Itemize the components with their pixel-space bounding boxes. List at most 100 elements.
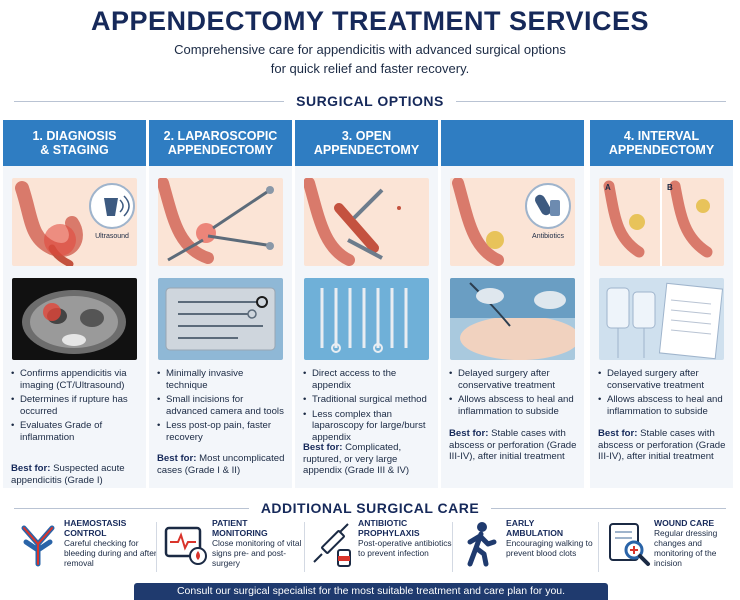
care-description: Regular dressing changes and monitoring … xyxy=(654,528,718,568)
care-description: Post-operative antibiotics to prevent in… xyxy=(358,538,452,558)
iv-bags-and-form-image xyxy=(599,278,724,360)
care-item-monitoring: PATIENT MONITORING Close monitoring of v… xyxy=(162,518,310,576)
bullet-item: Less post-op pain, faster recovery xyxy=(157,420,287,443)
section-title: SURGICAL OPTIONS xyxy=(296,93,444,109)
divider xyxy=(304,522,305,572)
antibiotics-illustration: Antibiotics xyxy=(450,178,575,266)
card-header: 1. DIAGNOSIS & STAGING xyxy=(3,120,146,166)
open-surgery-illustration xyxy=(304,178,429,266)
illustration-label: Ultrasound xyxy=(95,233,129,240)
bullet-item: Determines if rupture has occurred xyxy=(11,394,141,417)
panel-label-a: A xyxy=(605,183,611,192)
best-for-text: Stable cases with abscess or perforation… xyxy=(598,428,726,462)
card-bullets: Confirms appendicitis via imaging (CT/Ul… xyxy=(11,368,141,446)
best-for-label: Best for: xyxy=(598,428,638,439)
bullet-item: Less complex than laparoscopy for large/… xyxy=(303,409,433,444)
bullet-item: Direct access to the appendix xyxy=(303,368,433,391)
card-title: & STAGING xyxy=(40,143,109,157)
option-card-open: 3. OPEN APPENDECTOMY xyxy=(295,120,438,488)
syringe-icon xyxy=(308,520,356,568)
bullet-item: Traditional surgical method xyxy=(303,394,433,406)
walking-person-icon xyxy=(456,520,504,568)
bullet-item: Minimally invasive technique xyxy=(157,368,287,391)
bullet-item: Delayed surgery after conservative treat… xyxy=(449,368,579,391)
ct-scan-image xyxy=(12,278,137,360)
consult-banner[interactable]: Consult our surgical specialist for the … xyxy=(134,583,608,600)
interval-comparison-illustration: A B xyxy=(599,178,724,266)
bullet-item: Allows abscess to heal and inflammation … xyxy=(598,394,728,417)
best-for-text: Complicated, ruptured, or very large app… xyxy=(303,442,410,476)
card-header: 2. LAPAROSCOPIC APPENDECTOMY xyxy=(149,120,292,166)
divider xyxy=(156,522,157,572)
appendix-inflammation-illustration: Ultrasound xyxy=(12,178,137,266)
best-for: Best for: Suspected acute appendicitis (… xyxy=(11,463,141,486)
care-title: PROPHYLAXIS xyxy=(358,528,420,538)
card-title: 2. LAPAROSCOPIC xyxy=(163,129,278,143)
best-for-label: Best for: xyxy=(11,463,51,474)
divider xyxy=(491,507,727,509)
best-for-label: Best for: xyxy=(303,442,343,453)
option-card-diagnosis: 1. DIAGNOSIS & STAGING Ultrasound xyxy=(3,120,146,488)
care-title: CONTROL xyxy=(64,528,107,538)
surgical-tools-tray-image xyxy=(158,278,283,360)
monitor-icon xyxy=(162,520,210,568)
best-for-text: Most uncomplicated cases (Grade I & II) xyxy=(157,453,285,476)
care-title: PATIENT xyxy=(212,518,248,528)
care-description: Encouraging walking to prevent blood clo… xyxy=(506,538,593,558)
card-title: APPENDECTOMY xyxy=(167,143,274,157)
bullet-item: Allows abscess to heal and inflammation … xyxy=(449,394,579,417)
card-title: APPENDECTOMY xyxy=(608,143,715,157)
care-item-antibiotic: ANTIBIOTIC PROPHYLAXIS Post-operative an… xyxy=(308,518,456,576)
card-bullets: Minimally invasive technique Small incis… xyxy=(157,368,287,446)
card-title: 4. INTERVAL xyxy=(623,129,700,143)
page-title: APPENDECTOMY TREATMENT SERVICES xyxy=(90,6,650,36)
option-card-conservative: Antibiotics Delayed surgery after conser… xyxy=(441,120,584,488)
section-title: ADDITIONAL SURGICAL CARE xyxy=(260,500,480,516)
divider xyxy=(455,100,727,102)
clipboard-magnifier-icon xyxy=(604,520,652,568)
card-bullets: Direct access to the appendix Traditiona… xyxy=(303,368,433,446)
care-title: HAEMOSTASIS xyxy=(64,518,127,528)
page-subtitle: Comprehensive care for appendicitis with… xyxy=(120,40,620,78)
panel-label-b: B xyxy=(667,183,673,192)
surgical-instruments-image xyxy=(304,278,429,360)
bullet-item: Confirms appendicitis via imaging (CT/Ul… xyxy=(11,368,141,391)
care-description: Close monitoring of vital signs pre- and… xyxy=(212,538,302,568)
option-card-laparoscopic: 2. LAPAROSCOPIC APPENDECTOMY xyxy=(149,120,292,488)
bullet-item: Evaluates Grade of inflammation xyxy=(11,420,141,443)
card-header: 3. OPEN APPENDECTOMY xyxy=(295,120,438,166)
option-card-interval: 4. INTERVAL APPENDECTOMY A B xyxy=(590,120,733,488)
best-for: Best for: Complicated, ruptured, or very… xyxy=(303,442,433,477)
laparoscopic-illustration xyxy=(158,178,283,266)
divider xyxy=(598,522,599,572)
subtitle-line: Comprehensive care for appendicitis with… xyxy=(174,42,566,57)
care-item-wound: WOUND CARE Regular dressing changes and … xyxy=(604,518,736,576)
care-description: Careful checking for bleeding during and… xyxy=(64,538,157,568)
best-for: Best for: Stable cases with abscess or p… xyxy=(449,428,579,463)
card-title: 3. OPEN xyxy=(341,129,392,143)
best-for: Best for: Most uncomplicated cases (Grad… xyxy=(157,453,287,476)
illustration-label: Antibiotics xyxy=(532,233,564,240)
care-item-haemostasis: HAEMOSTASIS CONTROL Careful checking for… xyxy=(14,518,162,576)
subtitle-line: for quick relief and faster recovery. xyxy=(270,61,470,76)
bullet-item: Small incisions for advanced camera and … xyxy=(157,394,287,417)
drainage-procedure-image xyxy=(450,278,575,360)
best-for-label: Best for: xyxy=(157,453,197,464)
card-header xyxy=(441,120,584,166)
care-title: EARLY xyxy=(506,518,535,528)
additional-care-heading: ADDITIONAL SURGICAL CARE xyxy=(14,498,727,518)
best-for-text: Stable cases with abscess or perforation… xyxy=(449,428,577,462)
divider xyxy=(14,507,249,509)
care-title: MONITORING xyxy=(212,528,268,538)
best-for-text: Suspected acute appendicitis (Grade I) xyxy=(11,463,125,486)
blood-vessel-icon xyxy=(14,520,62,568)
care-title: AMBULATION xyxy=(506,528,564,538)
best-for-label: Best for: xyxy=(449,428,489,439)
divider xyxy=(14,100,285,102)
card-title: APPENDECTOMY xyxy=(313,143,420,157)
card-header: 4. INTERVAL APPENDECTOMY xyxy=(590,120,733,166)
care-title: ANTIBIOTIC xyxy=(358,518,408,528)
bullet-item: Delayed surgery after conservative treat… xyxy=(598,368,728,391)
card-bullets: Delayed surgery after conservative treat… xyxy=(449,368,579,420)
divider xyxy=(452,522,453,572)
